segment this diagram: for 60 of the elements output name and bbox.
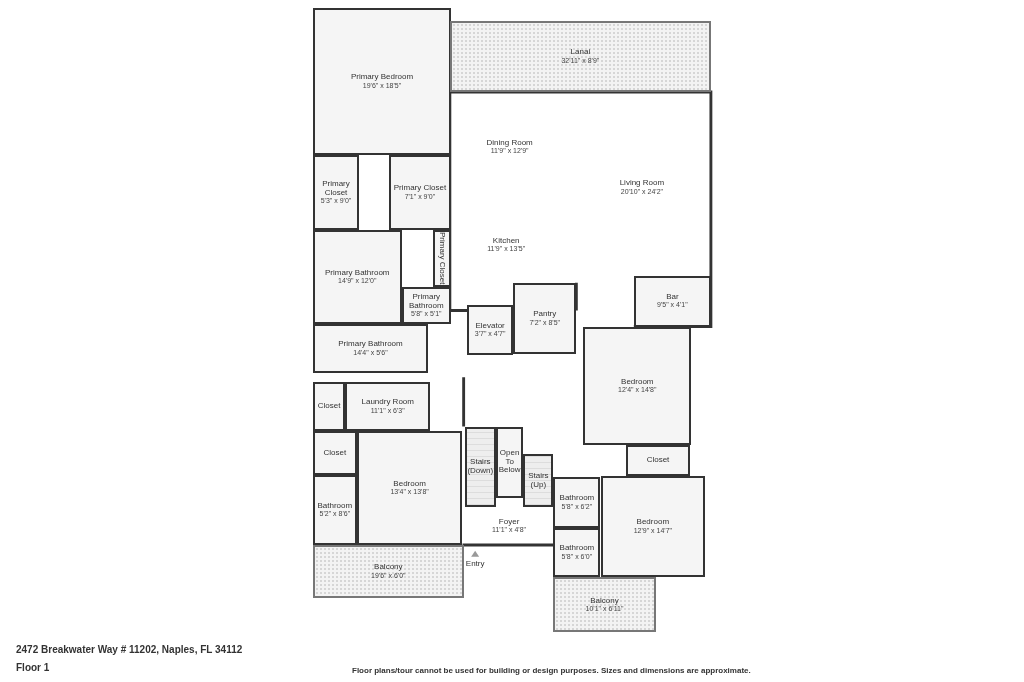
room-name: Living Room xyxy=(619,179,665,188)
room-name: Closet xyxy=(317,402,341,411)
room-name: Stairs (Up) xyxy=(527,472,550,490)
room-name: Balcony xyxy=(374,563,403,572)
balcony-area xyxy=(313,545,464,598)
room-outline xyxy=(345,381,431,432)
room-name: Bedroom xyxy=(621,377,654,386)
room-outline xyxy=(313,229,402,325)
room-name: Elevator xyxy=(475,321,505,331)
room-name: Kitchen xyxy=(492,236,520,246)
room-name: Foyer xyxy=(498,517,520,527)
room-name: Bathroom xyxy=(317,501,353,511)
entry-label: Entry xyxy=(465,558,485,568)
room-name: Primary Closet xyxy=(437,232,447,285)
room-outline xyxy=(313,8,451,156)
room-outline xyxy=(313,381,346,432)
room-outline xyxy=(553,527,601,578)
room-outline xyxy=(553,477,601,528)
disclaimer-note: Floor plans/tour cannot be used for building or design purposes. Sizes and dimensions are approximate. xyxy=(352,666,751,675)
room-outline xyxy=(633,275,711,327)
room-outline xyxy=(401,287,451,325)
room-name: Primary Closet xyxy=(321,180,351,198)
address-label: 2472 Breakwater Way # 11202, Naples, FL 34112 xyxy=(16,644,243,655)
room-name: Closet xyxy=(323,448,347,458)
room-name: Primary Bedroom xyxy=(350,73,414,82)
room-name: Bar xyxy=(666,293,679,302)
room-outline xyxy=(388,155,451,230)
balcony-area xyxy=(553,577,656,633)
room-outline xyxy=(513,282,577,355)
room-outline xyxy=(313,324,428,373)
room-name: Primary Bathroom xyxy=(407,293,445,311)
floor-label: Floor 1 xyxy=(16,662,50,673)
room-name: Balcony xyxy=(590,596,619,606)
room-outline xyxy=(313,431,357,475)
room-outline xyxy=(625,445,691,477)
room-name: Bathroom xyxy=(559,494,595,503)
room-name: Lanai xyxy=(570,48,591,57)
room-name: Bedroom xyxy=(393,479,426,489)
room-name: Bedroom xyxy=(636,518,670,527)
room-name: Pantry xyxy=(533,310,557,319)
room-name: Primary Bathroom xyxy=(325,268,390,278)
room-name: Open To Below xyxy=(497,449,522,475)
room-outline xyxy=(600,476,706,578)
stairs-drawing xyxy=(464,426,496,508)
room-outline xyxy=(467,304,514,356)
room-outline xyxy=(583,326,692,445)
room-name: Closet xyxy=(646,456,670,465)
room-name: Primary Closet xyxy=(393,184,447,193)
room-outline xyxy=(432,229,451,288)
balcony-area xyxy=(449,20,711,92)
room-name: Primary Bathroom xyxy=(338,340,403,349)
room-outline xyxy=(313,155,359,230)
stairs-drawing xyxy=(523,454,554,508)
room-name: Dining Room xyxy=(486,138,533,148)
room-outline xyxy=(313,474,357,546)
room-name: Bathroom xyxy=(559,544,595,553)
room-name: Laundry Room xyxy=(361,398,414,407)
room-name: Stairs (Down) xyxy=(466,458,494,476)
room-outline xyxy=(495,426,524,498)
room-outline xyxy=(356,431,463,546)
